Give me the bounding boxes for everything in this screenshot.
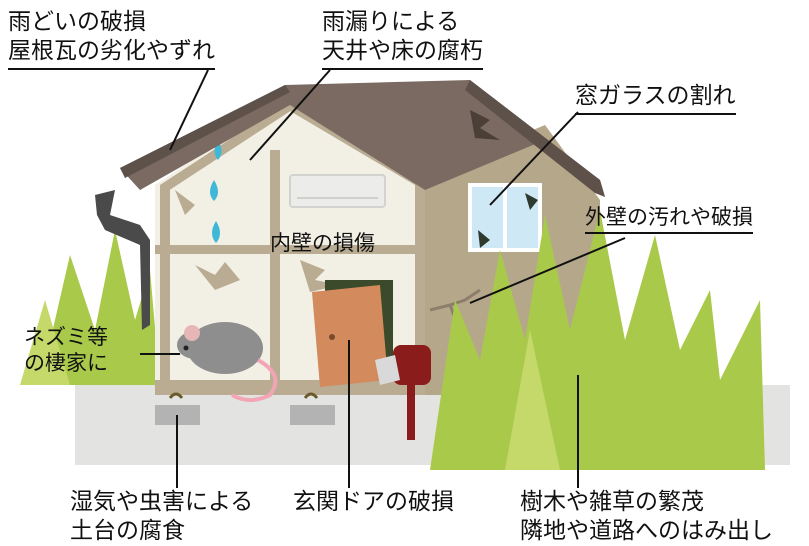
rat-icon: [177, 322, 278, 402]
plants-label: 樹木や雑草の繁茂 隣地や道路へのはみ出し: [520, 488, 773, 546]
foundation-block-mid: [290, 405, 335, 425]
rat-label-line2: の棲家に: [24, 351, 108, 376]
water-drops: [210, 140, 222, 243]
plants-label-line2: 隣地や道路へのはみ出し: [520, 517, 773, 544]
inner-wall-crack: [195, 262, 240, 290]
leak-label-line2: 天井や床の腐朽: [322, 37, 483, 70]
plants-label-line1: 樹木や雑草の繁茂: [520, 489, 704, 515]
outer-wall-label: 外壁の汚れや破損: [585, 204, 753, 235]
foundation-label-line2: 土台の腐食: [70, 517, 185, 544]
air-conditioner: [289, 174, 386, 208]
gutter-label-line2: 屋根瓦の劣化やずれ: [8, 37, 215, 70]
inner-wall-label: 内壁の損傷: [270, 231, 375, 255]
broken-door: [312, 285, 388, 387]
grass-right: [430, 210, 765, 470]
grass-left-back: [40, 230, 160, 385]
foundation-label: 湿気や虫害による 土台の腐食: [70, 488, 253, 546]
downspout: [95, 190, 150, 330]
rat-label: ネズミ等 の棲家に: [24, 324, 108, 377]
gutter-label-line1: 雨どいの破損: [8, 9, 146, 35]
door-label: 玄関ドアの破損: [293, 489, 454, 515]
gutter-roof-label: 雨どいの破損 屋根瓦の劣化やずれ: [8, 8, 215, 70]
leader-lines: [140, 69, 626, 488]
foundation-label-line1: 湿気や虫害による: [70, 489, 254, 515]
rain-leak-label: 雨漏りによる 天井や床の腐朽: [322, 8, 483, 70]
leak-label-line1: 雨漏りによる: [322, 9, 460, 35]
rat-label-line1: ネズミ等: [24, 325, 108, 349]
mailbox: [393, 345, 431, 385]
window-label: 窓ガラスの割れ: [575, 82, 736, 115]
